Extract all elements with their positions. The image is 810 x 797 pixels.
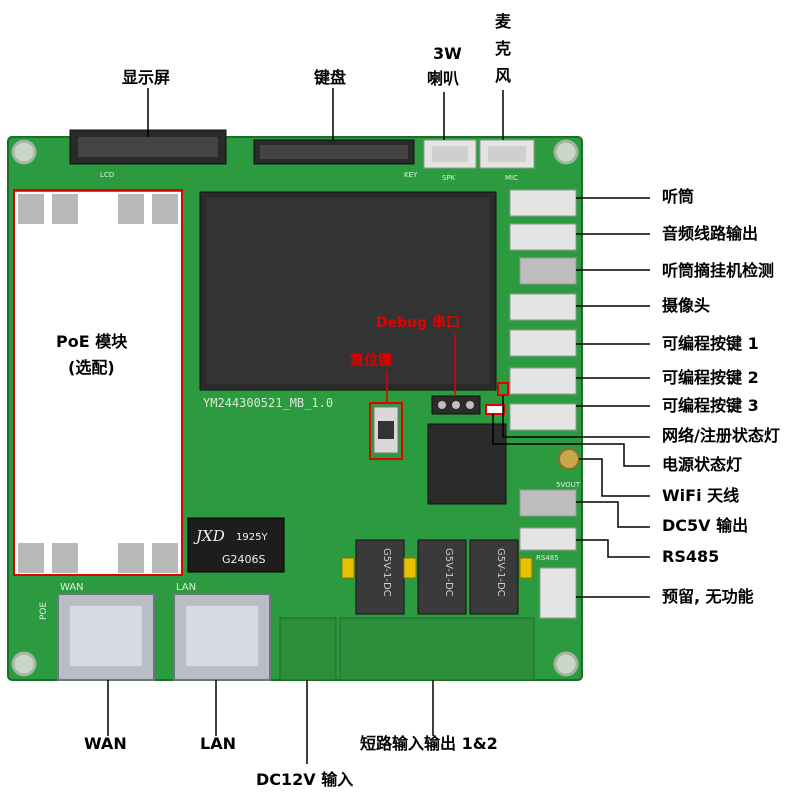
silk-wan: WAN xyxy=(60,582,84,593)
label-hook-detect: 听筒摘挂机检测 xyxy=(662,261,775,280)
silk-lan: LAN xyxy=(176,582,196,593)
leader-lines xyxy=(107,88,650,764)
svg-text:1925Y: 1925Y xyxy=(236,532,268,543)
silk-lcd: LCD xyxy=(100,171,114,179)
red-callout-lines xyxy=(386,334,456,403)
mounting-holes xyxy=(11,139,579,677)
label-keyboard: 键盘 xyxy=(314,68,347,87)
wifi-antenna-connector xyxy=(558,448,580,470)
relay-2-text: G5V-1-DC xyxy=(443,548,454,597)
capacitors xyxy=(341,557,533,579)
label-speaker-power: 3W xyxy=(433,44,462,63)
wan-jack xyxy=(57,593,155,681)
label-prog-key-3: 可编程按键 3 xyxy=(662,396,759,415)
label-rs485: RS485 xyxy=(662,547,720,566)
short-io-terminal xyxy=(339,617,535,681)
relays xyxy=(355,539,519,615)
label-display: 显示屏 xyxy=(122,68,171,87)
debug-port-pads xyxy=(431,395,481,415)
label-network-led: 网络/注册状态灯 xyxy=(662,426,780,445)
silk-rs485: RS485 xyxy=(536,554,559,562)
label-lan: LAN xyxy=(200,734,236,753)
reset-callout-box xyxy=(369,402,403,460)
silk-mic: MIC xyxy=(505,174,518,182)
poe-callout-box xyxy=(13,189,183,576)
label-prog-key-1: 可编程按键 1 xyxy=(662,334,759,353)
dc12v-terminal xyxy=(279,617,337,681)
label-reserved: 预留, 无功能 xyxy=(662,587,754,606)
power-led-box xyxy=(485,404,505,415)
jxd-module: JXD 1925Y G2406S xyxy=(187,517,285,573)
label-poe-optional: (选配) xyxy=(68,358,115,377)
label-speaker: 喇叭 xyxy=(427,69,460,88)
silk-5vout: 5VOUT xyxy=(556,481,581,489)
label-prog-key-2: 可编程按键 2 xyxy=(662,368,759,387)
label-reset-key: 复位键 xyxy=(350,353,392,369)
label-wan: WAN xyxy=(84,734,127,753)
poe-module-area xyxy=(14,192,182,575)
silk-key: KEY xyxy=(404,171,418,179)
speaker-connector xyxy=(423,139,477,169)
relay-1-text: G5V-1-DC xyxy=(381,548,392,597)
svg-text:G2406S: G2406S xyxy=(222,553,266,566)
lan-jack xyxy=(173,593,271,681)
label-debug-port: Debug 串口 xyxy=(376,315,460,331)
svg-text:JXD: JXD xyxy=(193,527,225,545)
label-handset: 听筒 xyxy=(662,187,695,206)
secondary-chip xyxy=(427,423,507,505)
label-wifi-antenna: WiFi 天线 xyxy=(662,486,740,505)
label-poe-module: PoE 模块 xyxy=(56,332,128,351)
label-camera: 摄像头 xyxy=(662,296,711,315)
label-dc5v-out: DC5V 输出 xyxy=(662,516,749,535)
microphone-connector xyxy=(479,139,535,169)
silk-spk: SPK xyxy=(442,174,456,182)
label-power-led: 电源状态灯 xyxy=(662,455,743,474)
silk-poe: POE xyxy=(39,601,49,620)
label-audio-line-out: 音频线路输出 xyxy=(662,224,759,243)
board-model-text: YM244300521_MB_1.0 xyxy=(203,396,333,410)
label-dc12v-input: DC12V 输入 xyxy=(256,770,354,789)
right-connectors xyxy=(509,189,577,619)
relay-3-text: G5V-1-DC xyxy=(495,548,506,597)
label-short-io: 短路输入输出 1&2 xyxy=(360,734,498,753)
label-microphone: 麦克风 xyxy=(494,12,511,85)
